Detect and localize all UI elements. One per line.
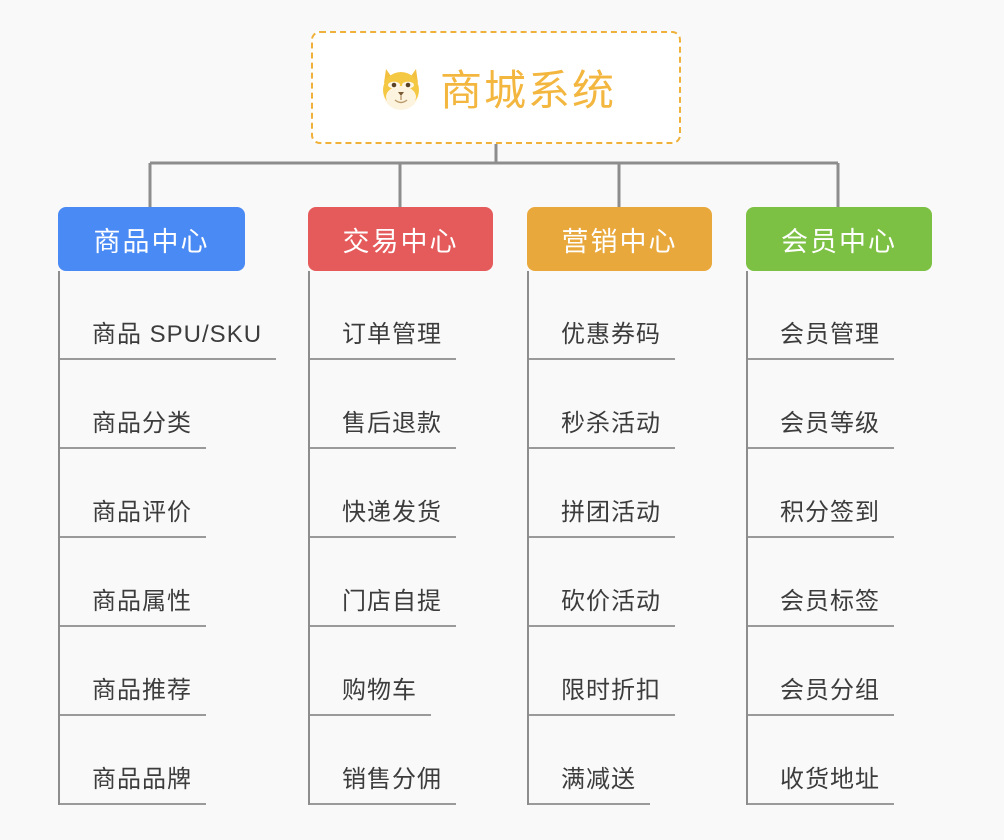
leaf-item[interactable]: 拼团活动 <box>527 449 712 538</box>
branch-column: 会员中心会员管理会员等级积分签到会员标签会员分组收货地址 <box>746 207 932 805</box>
leaf-underline: 快递发货 <box>310 492 456 538</box>
leaf-label: 秒杀活动 <box>561 410 661 437</box>
leaf-underline: 商品分类 <box>60 403 206 449</box>
leaf-label: 商品 SPU/SKU <box>92 321 263 348</box>
leaf-underline: 积分签到 <box>748 492 894 538</box>
leaf-label: 会员等级 <box>780 410 880 437</box>
leaf-item[interactable]: 商品 SPU/SKU <box>58 271 277 360</box>
branch-header-label: 商品中心 <box>93 226 210 257</box>
leaf-item[interactable]: 购物车 <box>308 627 493 716</box>
leaf-item[interactable]: 积分签到 <box>746 449 932 538</box>
branch-header-label: 会员中心 <box>781 226 897 257</box>
leaf-item[interactable]: 秒杀活动 <box>527 360 712 449</box>
branch-column: 营销中心优惠券码秒杀活动拼团活动砍价活动限时折扣满减送 <box>527 207 712 805</box>
leaf-item[interactable]: 收货地址 <box>746 716 932 805</box>
leaf-label: 拼团活动 <box>561 499 661 526</box>
leaf-list: 优惠券码秒杀活动拼团活动砍价活动限时折扣满减送 <box>527 271 712 805</box>
leaf-label: 收货地址 <box>780 766 880 793</box>
leaf-underline: 商品推荐 <box>60 670 206 716</box>
branch-column: 交易中心订单管理售后退款快递发货门店自提购物车销售分佣 <box>308 207 493 805</box>
leaf-underline: 秒杀活动 <box>529 403 675 449</box>
leaf-underline: 售后退款 <box>310 403 456 449</box>
leaf-underline: 砍价活动 <box>529 581 675 627</box>
root-node[interactable]: 商城系统 <box>311 31 681 144</box>
leaf-label: 订单管理 <box>342 321 442 348</box>
branch-spine <box>58 271 60 805</box>
leaf-item[interactable]: 会员等级 <box>746 360 932 449</box>
leaf-item[interactable]: 优惠券码 <box>527 271 712 360</box>
leaf-item[interactable]: 限时折扣 <box>527 627 712 716</box>
leaf-underline: 限时折扣 <box>529 670 675 716</box>
leaf-label: 砍价活动 <box>561 588 661 615</box>
branch-spine <box>308 271 310 805</box>
leaf-underline: 订单管理 <box>310 314 456 360</box>
leaf-label: 购物车 <box>342 677 417 704</box>
leaf-underline: 销售分佣 <box>310 759 456 805</box>
leaf-list: 商品 SPU/SKU 商品分类商品评价商品属性商品推荐商品品牌 <box>58 271 277 805</box>
leaf-label: 会员标签 <box>780 588 880 615</box>
branch-column: 商品中心商品 SPU/SKU 商品分类商品评价商品属性商品推荐商品品牌 <box>58 207 277 805</box>
leaf-label: 快递发货 <box>342 499 442 526</box>
leaf-item[interactable]: 售后退款 <box>308 360 493 449</box>
leaf-underline: 会员分组 <box>748 670 894 716</box>
leaf-item[interactable]: 销售分佣 <box>308 716 493 805</box>
leaf-label: 限时折扣 <box>561 677 661 704</box>
branch-header-1[interactable]: 交易中心 <box>308 207 493 271</box>
leaf-item[interactable]: 商品属性 <box>58 538 276 627</box>
leaf-label: 优惠券码 <box>561 321 661 348</box>
leaf-underline: 商品 SPU/SKU <box>60 314 277 360</box>
leaf-underline: 商品评价 <box>60 492 206 538</box>
leaf-item[interactable]: 商品推荐 <box>58 627 276 716</box>
leaf-list: 订单管理售后退款快递发货门店自提购物车销售分佣 <box>308 271 493 805</box>
leaf-item[interactable]: 砍价活动 <box>527 538 712 627</box>
leaf-label: 满减送 <box>561 766 636 793</box>
leaf-underline: 购物车 <box>310 670 431 716</box>
leaf-underline: 门店自提 <box>310 581 456 627</box>
leaf-underline: 拼团活动 <box>529 492 675 538</box>
leaf-item[interactable]: 商品评价 <box>58 449 276 538</box>
leaf-label: 会员管理 <box>780 321 880 348</box>
leaf-label: 商品分类 <box>92 410 192 437</box>
leaf-underline: 会员管理 <box>748 314 894 360</box>
leaf-underline: 收货地址 <box>748 759 894 805</box>
branch-header-2[interactable]: 营销中心 <box>527 207 712 271</box>
leaf-label: 售后退款 <box>342 410 442 437</box>
leaf-label: 销售分佣 <box>342 766 442 793</box>
leaf-label: 会员分组 <box>780 677 880 704</box>
branch-header-label: 交易中心 <box>342 226 459 257</box>
leaf-label: 门店自提 <box>342 588 442 615</box>
leaf-item[interactable]: 快递发货 <box>308 449 493 538</box>
leaf-item[interactable]: 会员管理 <box>746 271 932 360</box>
leaf-underline: 优惠券码 <box>529 314 675 360</box>
leaf-label: 积分签到 <box>780 499 880 526</box>
leaf-item[interactable]: 订单管理 <box>308 271 493 360</box>
root-title: 商城系统 <box>439 67 616 114</box>
leaf-label: 商品评价 <box>92 499 192 526</box>
branch-spine <box>746 271 748 805</box>
leaf-item[interactable]: 商品品牌 <box>58 716 276 805</box>
branch-header-0[interactable]: 商品中心 <box>58 207 245 271</box>
leaf-list: 会员管理会员等级积分签到会员标签会员分组收货地址 <box>746 271 932 805</box>
leaf-underline: 满减送 <box>529 759 650 805</box>
leaf-underline: 会员标签 <box>748 581 894 627</box>
branch-spine <box>527 271 529 805</box>
branch-header-label: 营销中心 <box>561 226 678 257</box>
leaf-item[interactable]: 满减送 <box>527 716 712 805</box>
leaf-label: 商品品牌 <box>92 766 192 793</box>
leaf-underline: 商品属性 <box>60 581 206 627</box>
branch-header-3[interactable]: 会员中心 <box>746 207 932 271</box>
leaf-underline: 会员等级 <box>748 403 894 449</box>
leaf-item[interactable]: 商品分类 <box>58 360 276 449</box>
leaf-label: 商品推荐 <box>92 677 192 704</box>
leaf-item[interactable]: 门店自提 <box>308 538 493 627</box>
dog-face-emoji <box>376 63 426 113</box>
leaf-underline: 商品品牌 <box>60 759 206 805</box>
leaf-item[interactable]: 会员分组 <box>746 627 932 716</box>
leaf-label: 商品属性 <box>92 588 192 615</box>
leaf-item[interactable]: 会员标签 <box>746 538 932 627</box>
